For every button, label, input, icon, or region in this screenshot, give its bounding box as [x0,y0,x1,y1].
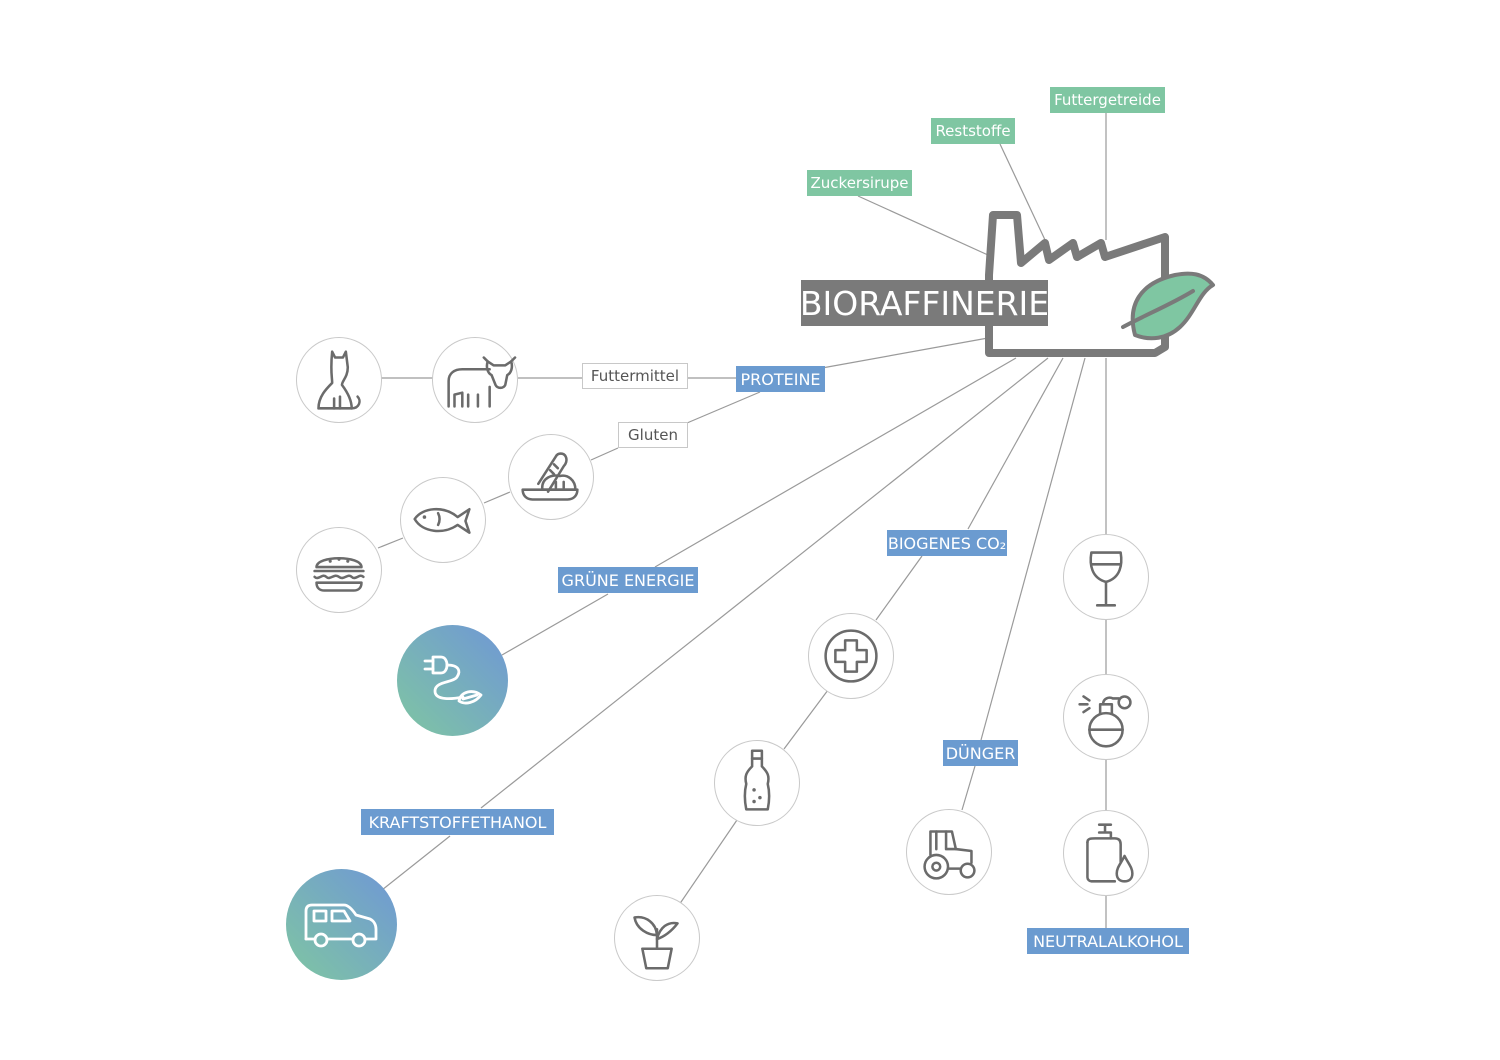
line-bottle-plant [678,819,738,906]
cat-icon [317,350,361,410]
node-wine-glass [1063,534,1149,620]
category-biogenes-co2: BIOGENES CO₂ [887,530,1007,556]
category-proteine: PROTEINE [736,366,825,392]
line-factory-biogenes-co2 [967,357,1064,530]
node-perfume [1063,674,1149,760]
node-plug [397,625,508,736]
medical-cross-icon [824,629,878,683]
cow-icon [447,356,517,408]
line-factory-gruene-energie [654,357,1017,568]
fish-icon [413,507,471,534]
line-fish-burger [377,537,404,549]
soda-bottle-icon [743,749,771,811]
category-neutralalkohol: NEUTRALALKOHOL [1027,928,1189,954]
plug-icon [423,655,483,705]
node-tractor [906,809,992,895]
node-soda-bottle [714,740,800,826]
car-icon [304,903,378,948]
category-kraftstoffethanol: KRAFTSTOFFETHANOL [361,809,554,835]
line-zuckersirupe [857,195,989,256]
node-soap-dispenser [1063,810,1149,896]
line-factory-duenger [980,357,1086,741]
sub-futtermittel: Futtermittel [582,363,688,389]
node-burger [296,527,382,613]
category-duenger: DÜNGER [943,740,1018,766]
line-cross-bottle [783,689,829,750]
sub-gluten: Gluten [618,422,688,448]
plant-pot-icon [633,915,679,970]
input-futtergetreide: Futtergetreide [1050,87,1165,113]
line-gruene-energie-plug [501,593,609,656]
line-duenger-tractor [961,765,976,811]
tractor-icon [923,830,976,880]
perfume-icon [1078,695,1132,748]
node-medical-cross [808,613,894,699]
title-bioraffinerie: BIORAFFINERIE [800,280,1049,326]
node-cat [296,337,382,423]
node-plant [614,895,700,981]
node-fish [400,477,486,563]
factory-icon [985,211,1215,357]
line-kraftstoffethanol-car [381,835,451,891]
line-proteine [821,337,989,369]
burger-icon [313,557,365,592]
node-bread [508,434,594,520]
input-zuckersirupe: Zuckersirupe [807,170,912,196]
line-bread-fish [483,491,511,504]
line-proteine-gluten [686,391,761,424]
line-factory-kraftstoffethanol [480,357,1049,809]
line-co2-cross [875,555,923,621]
soap-dispenser-icon [1086,823,1134,883]
bread-icon [521,452,579,501]
line-reststoffe [999,143,1047,243]
leaf-icon [1121,271,1215,341]
category-gruene-energie: GRÜNE ENERGIE [558,567,698,593]
node-car [286,869,397,980]
input-reststoffe: Reststoffe [931,118,1015,144]
wine-glass-icon [1089,551,1123,607]
node-cow [432,337,518,423]
line-gluten-bread [590,447,619,461]
